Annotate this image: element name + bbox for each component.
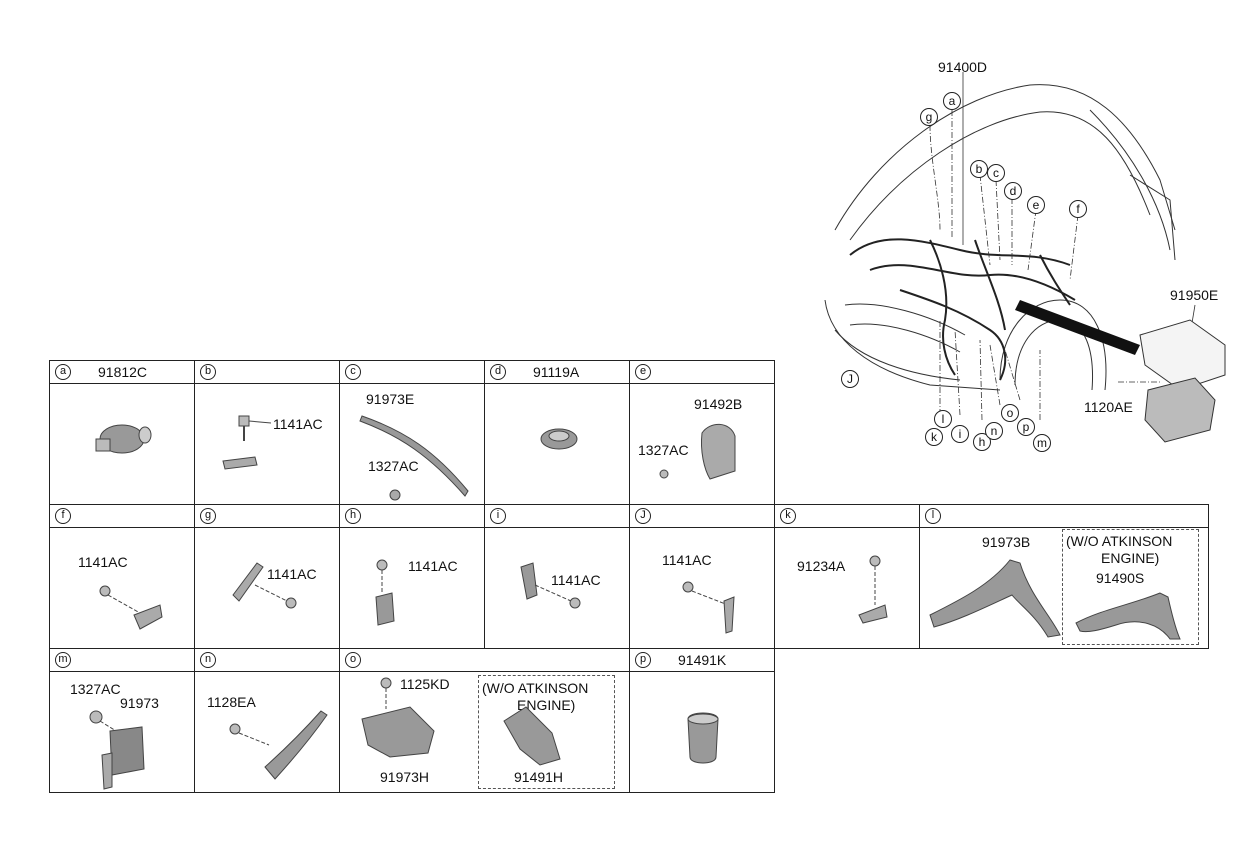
fuse-box-label: 91950E <box>1170 287 1219 303</box>
callout-h: h <box>973 433 991 451</box>
cell-letter: f <box>55 508 71 524</box>
cap-drawing <box>687 712 719 764</box>
part-label: 1141AC <box>551 572 601 588</box>
part-label: 91973 <box>120 695 159 711</box>
cell-l: l 91973B (W/O ATKINSON ENGINE) 91490S <box>919 504 1209 649</box>
bolt-label: 1120AE <box>1084 399 1133 415</box>
part-label: 91490S <box>1096 570 1145 586</box>
callout-i: i <box>951 425 969 443</box>
cell-letter: i <box>490 508 506 524</box>
callout-f: f <box>1069 200 1087 218</box>
protector-drawing <box>929 559 1181 640</box>
grommet-drawing <box>540 428 578 450</box>
callout-p: p <box>1017 418 1035 436</box>
cell-letter: l <box>925 508 941 524</box>
bracket-drawing <box>222 415 272 470</box>
alt-variant-box <box>478 675 615 789</box>
variant-note: (W/O ATKINSON ENGINE) <box>1066 533 1173 566</box>
bracket-drawing <box>99 585 163 630</box>
bracket-drawing <box>682 581 735 634</box>
cell-letter: b <box>200 364 216 380</box>
cell-d: d 91119A <box>484 360 630 505</box>
cell-e: e 91492B 1327AC <box>629 360 775 505</box>
car-outline-drawing <box>824 72 1226 443</box>
protector-drawing <box>229 710 328 780</box>
cell-letter: k <box>780 508 796 524</box>
cell-h: h 1141AC <box>339 504 485 649</box>
cell-a: a 91812C <box>49 360 195 505</box>
cell-letter: a <box>55 364 71 380</box>
cell-g: g 1141AC <box>194 504 340 649</box>
cell-b: b 1141AC <box>194 360 340 505</box>
cell-title: 91491K <box>678 652 727 668</box>
cell-letter: J <box>635 508 651 524</box>
callout-b: b <box>970 160 988 178</box>
cell-letter: m <box>55 652 71 668</box>
bracket-drawing <box>858 555 888 624</box>
part-label: 1327AC <box>638 442 689 458</box>
part-label: 1125KD <box>400 676 450 692</box>
part-label: 1141AC <box>78 554 128 570</box>
bracket-drawing <box>375 559 395 626</box>
part-label: 91973B <box>982 534 1031 550</box>
cell-k: k 91234A <box>774 504 920 649</box>
cell-p: p 91491K <box>629 648 775 793</box>
bracket-drawing <box>232 562 297 609</box>
harness-protector-drawing <box>359 415 469 501</box>
part-label: 1141AC <box>267 566 317 582</box>
part-label: 91234A <box>797 558 846 574</box>
part-label: 1128EA <box>207 694 256 710</box>
callout-n: n <box>985 422 1003 440</box>
alt-variant-box <box>1062 529 1199 645</box>
cell-f: f 1141AC <box>49 504 195 649</box>
cell-letter: h <box>345 508 361 524</box>
cell-letter: e <box>635 364 651 380</box>
callout-g: g <box>920 108 938 126</box>
callout-m: m <box>1033 434 1051 452</box>
cell-letter: g <box>200 508 216 524</box>
cell-i: i 1141AC <box>484 504 630 649</box>
part-label: 91973H <box>380 769 430 785</box>
bracket-drawing <box>520 562 581 609</box>
cell-m: m 1327AC 91973 <box>49 648 195 793</box>
cell-n: n 1128EA <box>194 648 340 793</box>
cell-letter: n <box>200 652 216 668</box>
cell-letter: c <box>345 364 361 380</box>
cell-j: J 1141AC <box>629 504 775 649</box>
cell-letter: d <box>490 364 506 380</box>
cell-letter: p <box>635 652 651 668</box>
part-label: 1327AC <box>70 681 121 697</box>
callout-k: k <box>925 428 943 446</box>
cell-o: o 1125KD 91973H (W/O ATKINSON ENGINE) 91… <box>339 648 630 793</box>
callout-c: c <box>987 164 1005 182</box>
callout-j: J <box>841 370 859 388</box>
variant-note: (W/O ATKINSON ENGINE) <box>482 680 589 713</box>
part-label: 1141AC <box>662 552 712 568</box>
callout-a: a <box>943 92 961 110</box>
part-label: 91973E <box>366 391 415 407</box>
callout-e: e <box>1027 196 1045 214</box>
callout-o: o <box>1001 404 1019 422</box>
part-label: 91492B <box>694 396 743 412</box>
callout-l: l <box>934 410 952 428</box>
protector-drawing <box>361 677 561 766</box>
module-drawing <box>89 710 145 790</box>
cell-title: 91119A <box>533 364 580 380</box>
cell-title: 91812C <box>98 364 148 380</box>
part-label: 1327AC <box>368 458 419 474</box>
callout-d: d <box>1004 182 1022 200</box>
part-label: 1141AC <box>408 558 458 574</box>
cover-drawing <box>659 423 736 480</box>
connector-part-drawing <box>95 424 152 454</box>
part-label: 1141AC <box>273 416 323 432</box>
cell-c: c 91973E 1327AC <box>339 360 485 505</box>
part-label: 91491H <box>514 769 564 785</box>
main-harness-label: 91400D <box>938 59 988 75</box>
cell-letter: o <box>345 652 361 668</box>
engine-overview: 91400D 91950E 1120AE a g b c d e f J k l… <box>824 59 1226 452</box>
